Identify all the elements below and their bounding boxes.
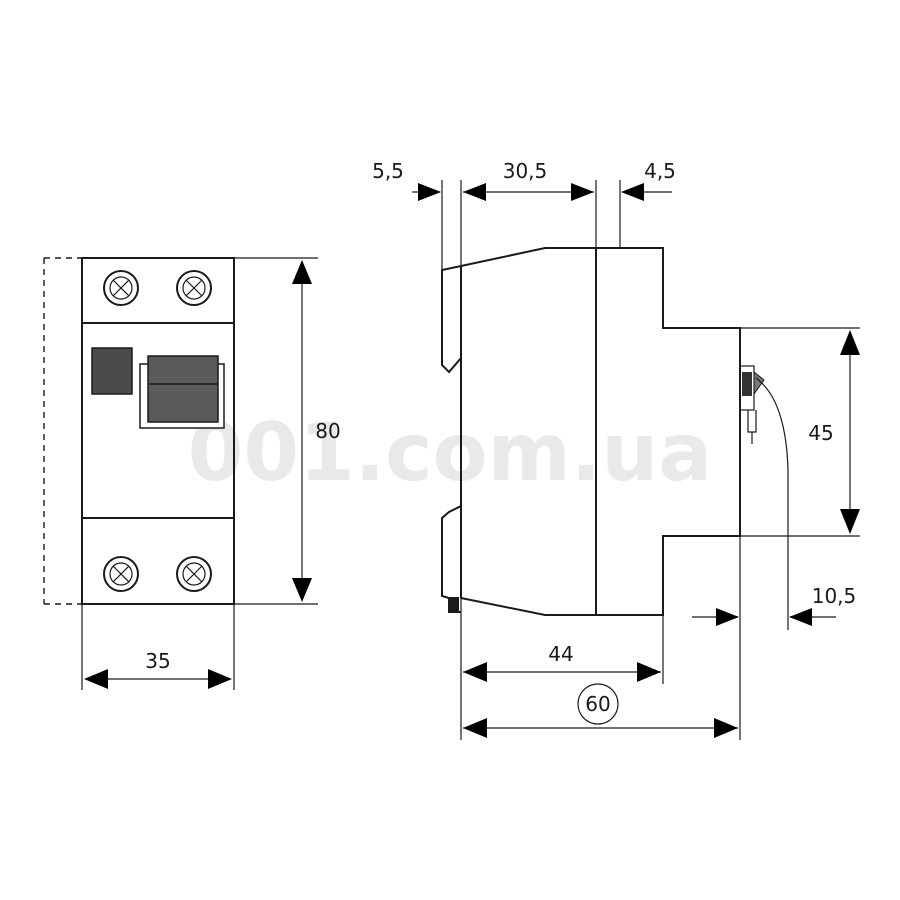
side-view: 5,5 30,5 4,5 45 10,5 44 6 [372, 159, 860, 740]
watermark: 001.com.ua [188, 406, 712, 499]
dim-30-5-arrow-left [463, 183, 486, 201]
dim-80-arrow-top [292, 260, 312, 284]
din-clip-top [441, 265, 462, 374]
dim-4-5-label: 4,5 [644, 159, 676, 183]
dim-60-arrow-left [463, 718, 487, 738]
dim-30-5-arrow-right [571, 183, 594, 201]
dim-60-label: 60 [585, 692, 610, 716]
dim-10-5-label: 10,5 [812, 584, 857, 608]
dim-80-label: 80 [315, 419, 340, 443]
dim-10-5-arrow-left [716, 608, 739, 626]
dim-30-5-label: 30,5 [503, 159, 548, 183]
dim-35-label: 35 [145, 649, 170, 673]
front-body-outline [81, 257, 235, 605]
side-toggle [739, 365, 765, 444]
dim-45-arrow-bottom [840, 509, 860, 534]
dim-4-5-arrow [621, 183, 644, 201]
side-body-outline [460, 247, 741, 616]
din-clip-latch [449, 597, 459, 613]
dim-35-arrow-right [208, 669, 232, 689]
dim-44-label: 44 [548, 642, 573, 666]
dim-45-arrow-top [840, 330, 860, 355]
dim-10-5-arrow-right [789, 608, 812, 626]
toggle-swing-line [755, 377, 789, 630]
dim-60-circle [577, 683, 619, 725]
din-clip-bottom [441, 505, 462, 613]
dim-80-arrow-bottom [292, 578, 312, 602]
dim-44-arrow-right [637, 662, 661, 682]
toggle-lever [139, 355, 225, 429]
dim-35-arrow-left [84, 669, 108, 689]
dim-45-label: 45 [808, 421, 833, 445]
test-button [91, 347, 133, 395]
dim-5-5-label: 5,5 [372, 159, 404, 183]
dim-5-5-arrow [418, 183, 441, 201]
front-view: 80 35 [43, 257, 341, 690]
screw-terminal-bottom-left [103, 556, 139, 592]
screw-terminal-bottom-right [176, 556, 212, 592]
screw-terminal-top-right [176, 270, 212, 306]
screw-terminal-top-left [103, 270, 139, 306]
dim-60-arrow-right [714, 718, 738, 738]
dim-44-arrow-left [463, 662, 487, 682]
